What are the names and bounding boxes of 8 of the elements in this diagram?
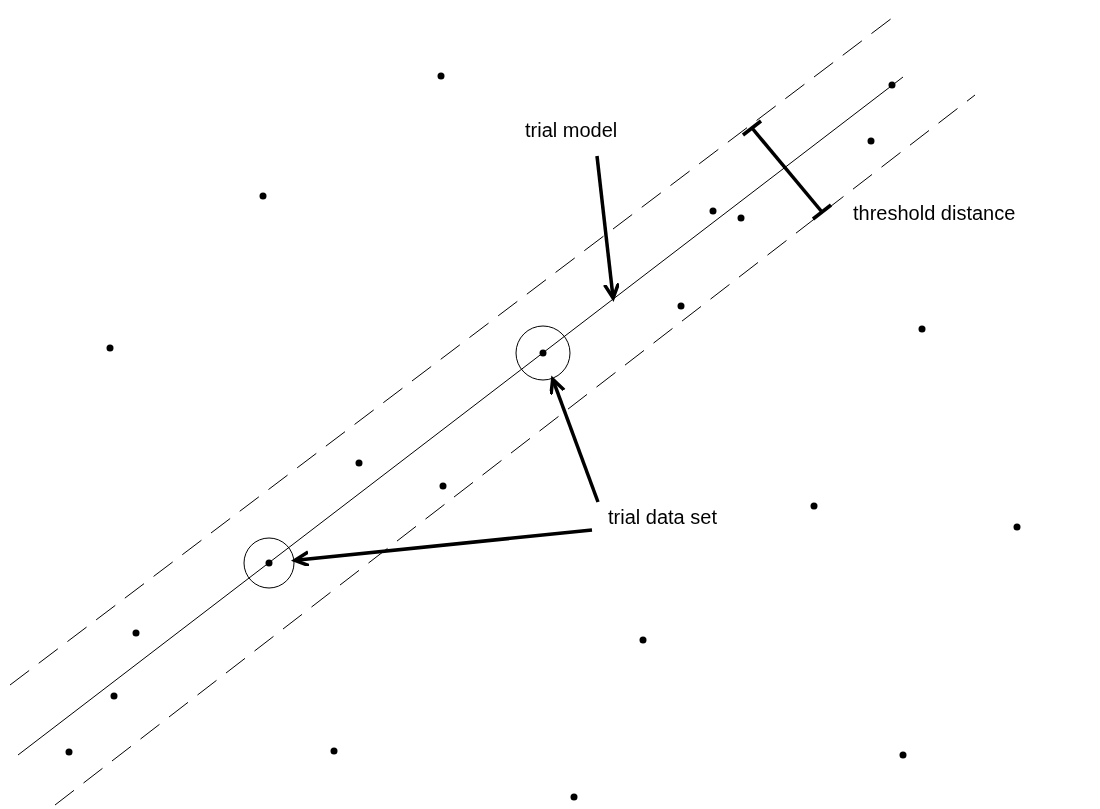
callout-label: trial model: [525, 118, 618, 142]
arrow: [549, 377, 600, 503]
dimension-label: threshold distance: [853, 201, 1016, 225]
arrow: [595, 155, 621, 300]
selected-point-circle: [243, 537, 295, 589]
selected-point-circle: [515, 325, 571, 381]
callout-label: trial data set: [608, 505, 717, 529]
arrow: [293, 528, 593, 568]
